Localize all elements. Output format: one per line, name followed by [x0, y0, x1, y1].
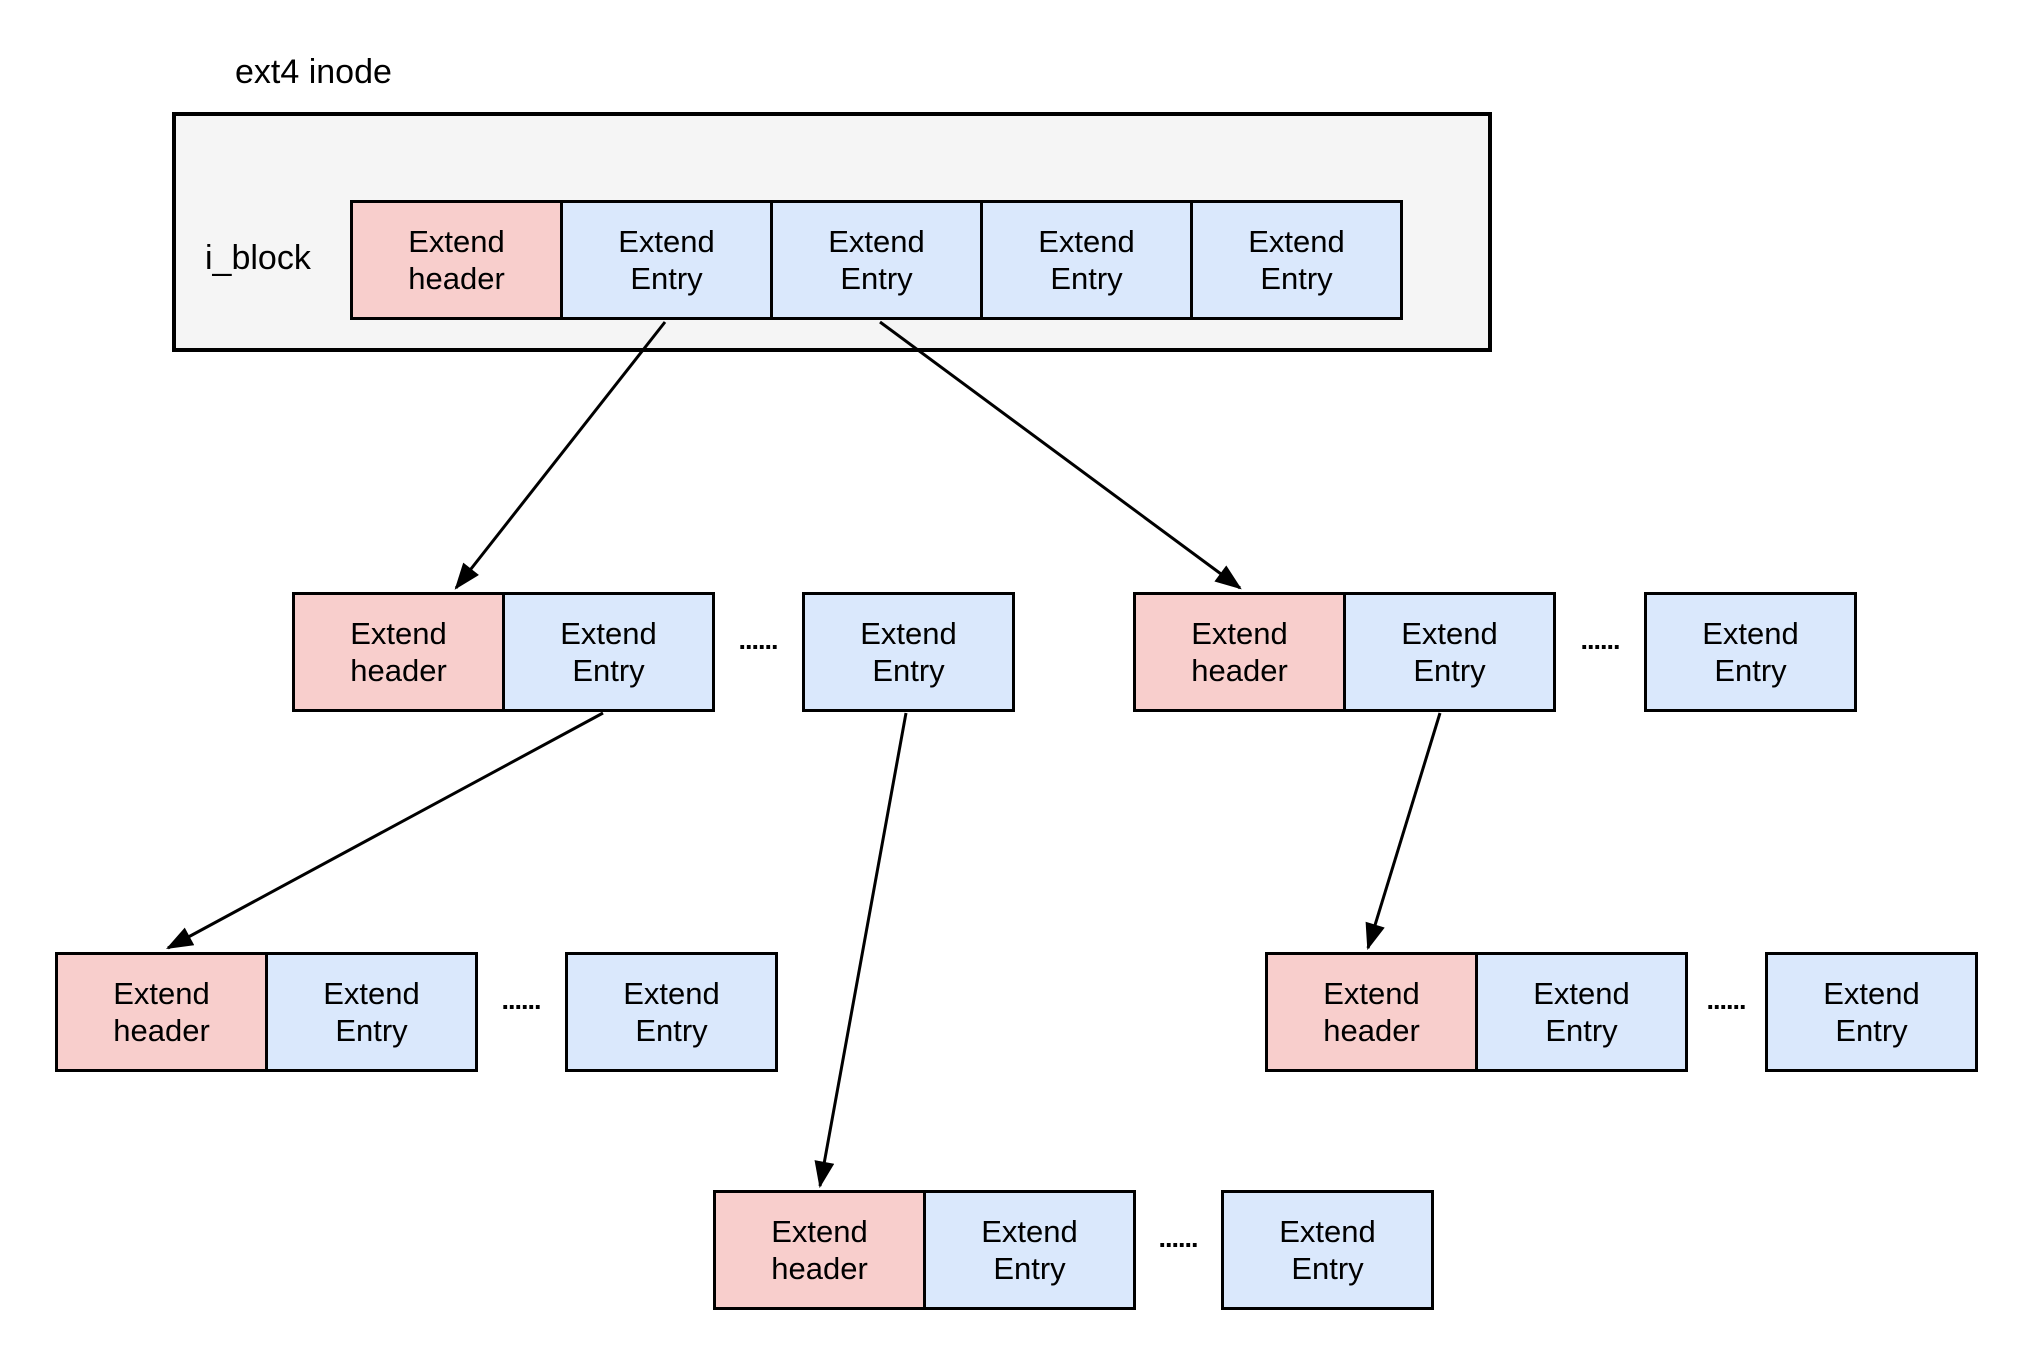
level1-left-extent-header: Extend header	[292, 592, 505, 712]
inode-extent-entry-cell-4: Extend Entry	[1190, 200, 1403, 320]
arrow-inode-entry2-to-level1-right	[879, 320, 1242, 590]
level2-right-extra-extent-entry: Extend Entry	[1765, 952, 1978, 1072]
inode-title-label: ext4 inode	[235, 53, 392, 91]
level1-left-extra-extent-entry: Extend Entry	[802, 592, 1015, 712]
level1-right-extent-header: Extend header	[1133, 592, 1346, 712]
level1-right-extra-extent-entry: Extend Entry	[1644, 592, 1857, 712]
level2-right-ellipsis: ......	[1706, 985, 1746, 1015]
arrow-inode-entry1-to-level1-left	[454, 321, 667, 590]
level2-right-extent-header: Extend header	[1265, 952, 1478, 1072]
level2-left-ellipsis: ......	[501, 985, 541, 1015]
level3-extent-entry: Extend Entry	[923, 1190, 1136, 1310]
level2-left-extent-entry: Extend Entry	[265, 952, 478, 1072]
level1-right-ellipsis: ......	[1580, 625, 1620, 655]
level2-left-extra-extent-entry: Extend Entry	[565, 952, 778, 1072]
level2-left-extent-header: Extend header	[55, 952, 268, 1072]
inode-extent-entry-cell-2: Extend Entry	[770, 200, 983, 320]
i-block-label: i_block	[205, 239, 311, 277]
arrow-level1-right-to-level2-right	[1365, 712, 1442, 951]
level1-left-extent-entry: Extend Entry	[502, 592, 715, 712]
level1-right-extent-entry: Extend Entry	[1343, 592, 1556, 712]
level3-extra-extent-entry: Extend Entry	[1221, 1190, 1434, 1310]
level3-extent-header: Extend header	[713, 1190, 926, 1310]
arrow-level1-left-extra-to-level3	[814, 712, 908, 1189]
level3-ellipsis: ......	[1158, 1223, 1198, 1253]
inode-extent-header-cell: Extend header	[350, 200, 563, 320]
level1-left-ellipsis: ......	[738, 625, 778, 655]
inode-extent-entry-cell-1: Extend Entry	[560, 200, 773, 320]
level2-right-extent-entry: Extend Entry	[1475, 952, 1688, 1072]
inode-extent-entry-cell-3: Extend Entry	[980, 200, 1193, 320]
arrow-level1-left-to-level2-left	[166, 711, 604, 950]
